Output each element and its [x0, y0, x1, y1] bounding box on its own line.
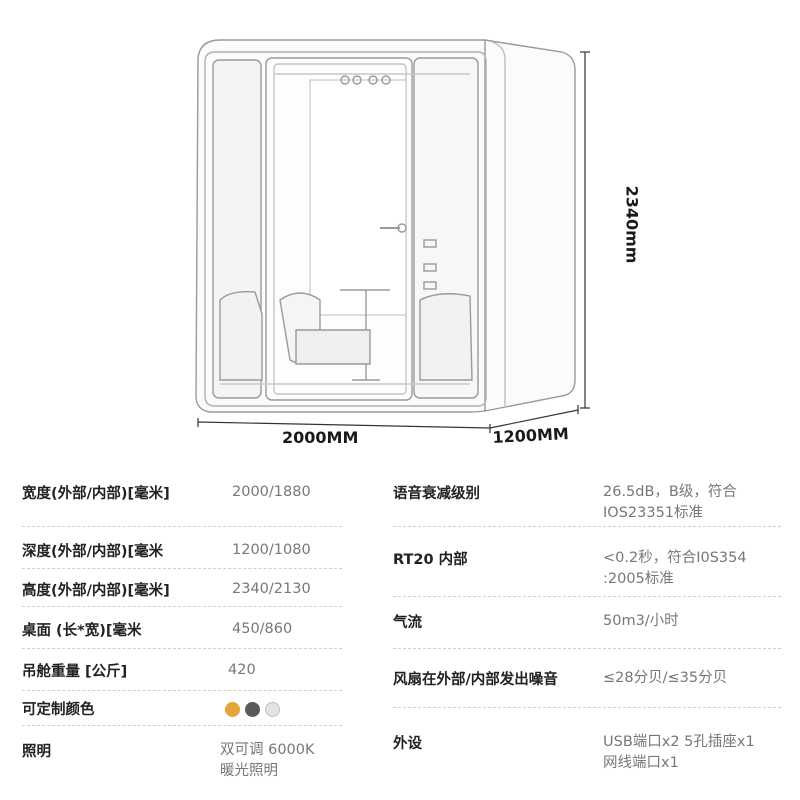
spec-value: 2340/2130	[232, 581, 311, 597]
row-divider	[22, 690, 342, 691]
spec-value: 2000/1880	[232, 484, 311, 500]
width-dimension-label: 2000MM	[282, 428, 359, 447]
spec-value: <0.2秒，符合I0S354 :2005标准	[603, 548, 747, 590]
spec-value-line: :2005标准	[603, 571, 674, 587]
color-swatch-mint[interactable]	[265, 701, 280, 717]
phone-booth-illustration	[195, 39, 590, 433]
row-divider	[393, 596, 781, 597]
spec-label: 桌面 (长*宽)[毫米	[22, 623, 142, 639]
spec-label: 吊舱重量 [公斤]	[22, 664, 128, 680]
spec-label: 风扇在外部/内部发出噪音	[393, 672, 558, 688]
row-divider	[22, 725, 342, 726]
row-divider	[22, 606, 342, 607]
spec-value-line: IOS23351标准	[603, 505, 704, 521]
spec-value-line: 26.5dB，B级，符合	[603, 484, 737, 500]
spec-value-line: USB端口x2 5孔插座x1	[603, 734, 755, 750]
row-divider	[393, 648, 781, 649]
color-swatch-gray[interactable]	[245, 701, 260, 717]
spec-value: 1200/1080	[232, 542, 311, 558]
height-dimension-label: 2340mm	[622, 185, 642, 264]
spec-value: ≤28分贝/≤35分贝	[603, 670, 728, 686]
spec-value: 双可调 6000K 暖光照明	[220, 740, 315, 782]
spec-value-line: 双可调 6000K	[220, 742, 315, 758]
spec-value: 26.5dB，B级，符合 IOS23351标准	[603, 482, 737, 524]
row-divider	[393, 526, 781, 527]
spec-label: 深度(外部/内部)[毫米	[22, 544, 164, 560]
spec-value-line: 暖光照明	[220, 763, 278, 779]
spec-value-line: 网线端口x1	[603, 755, 679, 771]
spec-label: 可定制颜色	[22, 702, 95, 718]
spec-label: 照明	[22, 744, 51, 760]
spec-value: 420	[228, 662, 256, 678]
spec-label: 宽度(外部/内部)[毫米]	[22, 486, 170, 502]
row-divider	[22, 526, 342, 527]
color-swatch-orange[interactable]	[225, 701, 240, 717]
color-swatches	[225, 699, 285, 720]
spec-value: 50m3/小时	[603, 613, 679, 629]
spec-value: USB端口x2 5孔插座x1 网线端口x1	[603, 732, 755, 774]
row-divider	[22, 648, 342, 649]
row-divider	[393, 707, 781, 708]
spec-value-line: <0.2秒，符合I0S354	[603, 550, 747, 566]
row-divider	[22, 568, 342, 569]
spec-value: 450/860	[232, 621, 293, 637]
spec-label: 气流	[393, 615, 422, 631]
spec-label: 外设	[393, 736, 422, 752]
spec-label: 语音衰减级别	[393, 486, 480, 502]
spec-label: RT20 内部	[393, 552, 468, 568]
depth-dimension-label: 1200MM	[492, 424, 570, 447]
spec-label: 高度(外部/内部)[毫米]	[22, 583, 170, 599]
